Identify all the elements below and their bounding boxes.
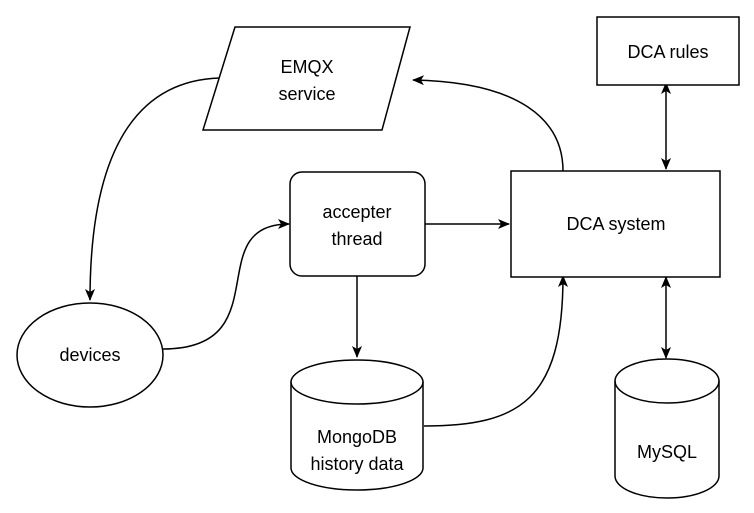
edge-dca-system-to-emqx — [412, 75, 564, 172]
node-emqx-service: EMQX service — [201, 26, 411, 131]
dca-system-label: DCA system — [566, 214, 665, 234]
node-mysql: MySQL — [614, 358, 720, 499]
node-accepter-thread: accepter thread — [289, 171, 426, 277]
emqx-label-line2: service — [278, 84, 335, 104]
edge-emqx-to-devices — [85, 77, 221, 301]
node-devices: devices — [16, 302, 164, 408]
mysql-label: MySQL — [637, 442, 697, 462]
node-mongodb: MongoDB history data — [290, 359, 424, 491]
mongodb-label-line1: MongoDB — [317, 427, 397, 447]
node-dca-rules: DCA rules — [596, 16, 740, 86]
edge-mongodb-to-dca-system — [423, 275, 568, 427]
node-dca-system: DCA system — [510, 170, 721, 278]
edge-devices-to-accepter — [162, 219, 290, 350]
devices-label: devices — [59, 345, 120, 365]
dca-rules-label: DCA rules — [627, 42, 708, 62]
accepter-label-line1: accepter — [322, 202, 391, 222]
mongodb-label-line2: history data — [310, 454, 404, 474]
emqx-label-line1: EMQX — [280, 57, 333, 77]
accepter-label-line2: thread — [331, 229, 382, 249]
